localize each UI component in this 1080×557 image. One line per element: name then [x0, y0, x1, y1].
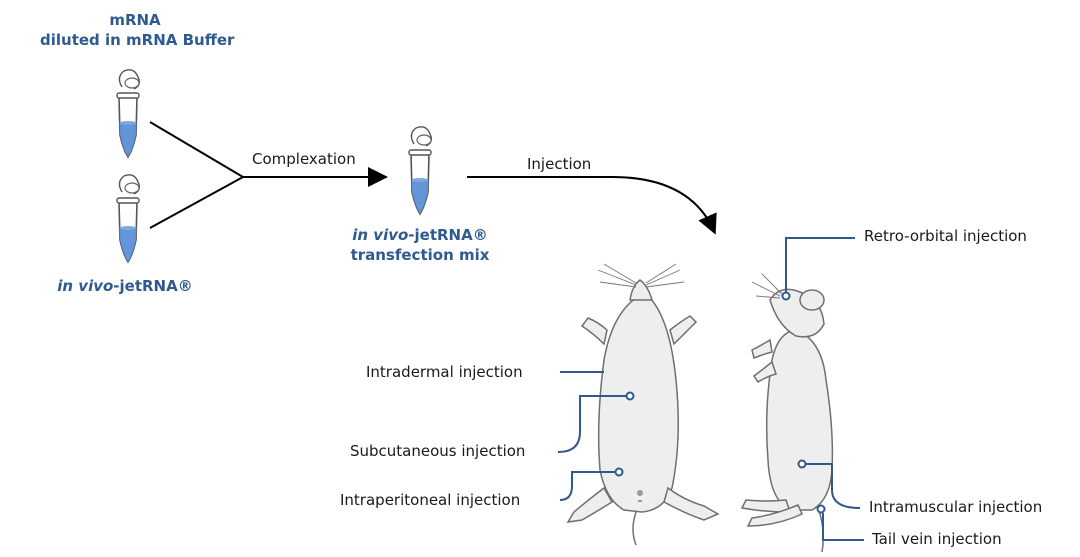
- upright-whiskers: [751, 273, 783, 299]
- retro-orbital-pointer: [785, 237, 855, 292]
- mix-subtitle: transfection mix: [350, 246, 490, 264]
- intraperitoneal-pointer: [559, 471, 615, 501]
- reagent-label: in vivo-jetRNA®: [50, 276, 200, 296]
- injection-pointers: [557, 237, 864, 541]
- tail-vein-pointer: [822, 513, 864, 541]
- mix-italic: in vivo: [352, 226, 409, 244]
- retro-orbital-label: Retro-orbital injection: [864, 227, 1027, 245]
- reagent-name: -jetRNA®: [113, 277, 193, 295]
- mix-tube-icon: [408, 126, 433, 215]
- mrna-tube-icon: [116, 69, 141, 158]
- injection-label: Injection: [527, 155, 592, 173]
- intraperitoneal-label: Intraperitoneal injection: [340, 491, 521, 509]
- supine-whiskers: [597, 263, 685, 288]
- subcutaneous-pointer: [557, 395, 626, 453]
- merge-lines: [149, 121, 244, 229]
- mix-name: -jetRNA®: [408, 226, 488, 244]
- intramuscular-label: Intramuscular injection: [869, 498, 1043, 516]
- mrna-title: mRNA: [109, 11, 161, 29]
- supine-mouse-image: [566, 279, 720, 546]
- complexation-label: Complexation: [252, 150, 356, 168]
- mix-label: in vivo-jetRNA® transfection mix: [335, 225, 505, 265]
- reagent-tube-icon: [116, 174, 141, 263]
- subcutaneous-label: Subcutaneous injection: [350, 442, 526, 460]
- mrna-subtitle: diluted in mRNA Buffer: [40, 31, 235, 49]
- tail-vein-label: Tail vein injection: [872, 530, 1002, 548]
- intradermal-label: Intradermal injection: [366, 363, 523, 381]
- mrna-label: mRNA diluted in mRNA Buffer: [40, 10, 235, 50]
- reagent-italic: in vivo: [57, 277, 114, 295]
- injection-arrow: [467, 176, 717, 235]
- intramuscular-pointer: [806, 463, 861, 509]
